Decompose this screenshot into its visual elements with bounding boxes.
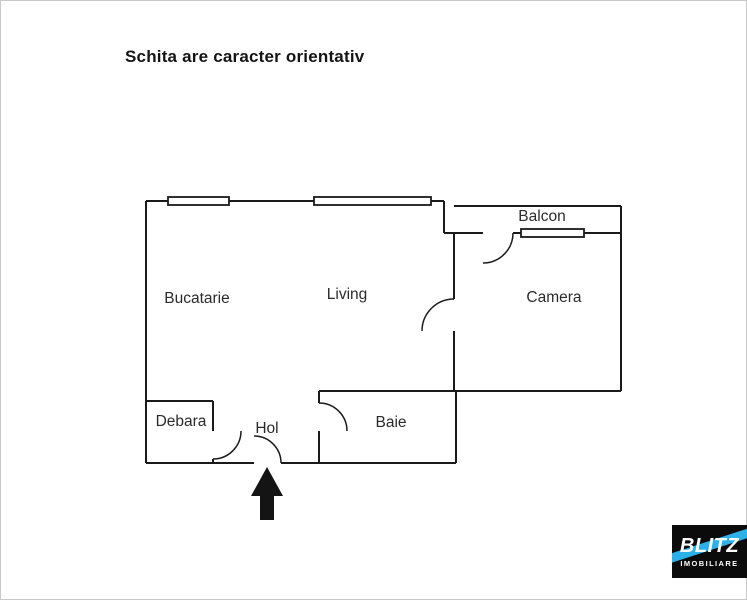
room-label-bucatarie: Bucatarie [164,290,230,307]
door-arc-baie-icon [318,402,348,432]
window-balcon-icon [520,228,585,238]
room-label-camera: Camera [526,289,582,306]
disclaimer-title: Schita are caracter orientativ [125,47,365,66]
door-arc-entrance-icon [253,435,282,464]
walls [145,200,622,464]
room-label-hol: Hol [255,420,279,437]
door-arc-debara-icon [212,430,242,460]
room-label-balcon: Balcon [518,208,566,225]
logo-brand-text: BLITZ [679,534,740,557]
window-living-icon [313,196,432,206]
window-bucatarie-icon [167,196,230,206]
door-arc-camera-icon [421,298,455,332]
room-label-debara: Debara [155,413,207,430]
logo-subtitle-text: IMOBILIARE [680,558,739,568]
door-arc-balcon-icon [482,232,514,264]
entrance-arrow-icon [251,467,283,520]
room-label-living: Living [326,286,368,303]
blitz-imobiliare-logo: BLITZ IMOBILIARE [672,525,747,578]
room-label-baie: Baie [375,414,407,431]
